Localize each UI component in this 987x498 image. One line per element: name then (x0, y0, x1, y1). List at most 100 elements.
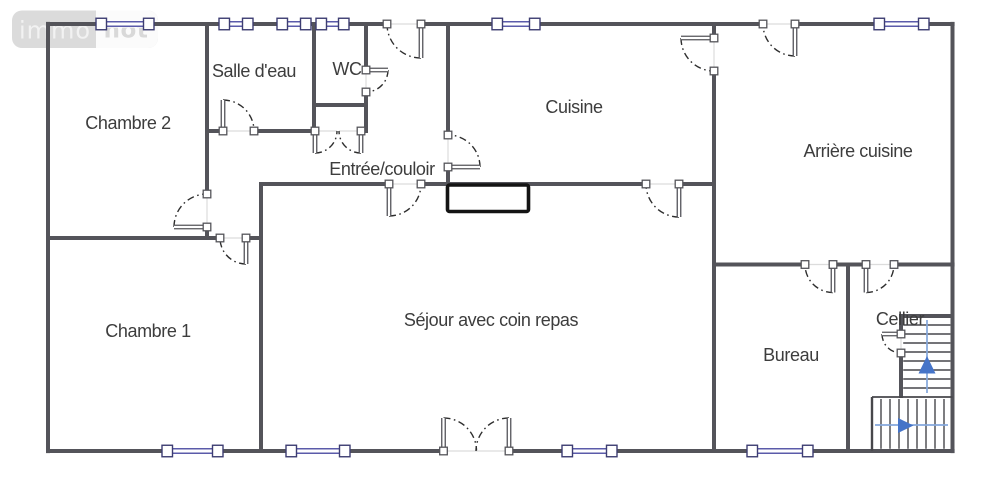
window-5 (873, 17, 930, 31)
window-frame-square (491, 17, 504, 31)
watermark-text-immo: immo (19, 16, 91, 44)
door-joint-square (896, 348, 906, 358)
door-swing-arc (173, 193, 208, 228)
door-joint-square (310, 126, 320, 136)
room-label-chambre-2: Chambre 2 (85, 113, 171, 133)
window-gap (162, 447, 223, 455)
window-gap (277, 20, 311, 28)
room-label-sejour: Séjour avec coin repas (404, 310, 579, 330)
door-cuisine-arriere (680, 33, 719, 76)
door-swing-arc (645, 183, 680, 218)
walls-layer (46, 21, 955, 454)
door-arriere-exterior (758, 19, 800, 57)
window-frame-square (605, 444, 618, 458)
stair-arrow-head (898, 418, 914, 433)
door-joint-square (416, 179, 426, 189)
window-7 (285, 444, 351, 458)
french-door-right (475, 417, 514, 456)
window-3 (315, 17, 350, 31)
door-swing-arc (447, 134, 481, 168)
door-joint-square (443, 130, 453, 140)
window-gap (874, 20, 929, 28)
door-joint-square (356, 126, 366, 136)
door-joint-square (241, 233, 251, 243)
door-joint-square (361, 65, 371, 75)
door-joint-square (202, 189, 212, 199)
window-frame-square (241, 17, 254, 31)
window-frame-square (746, 444, 759, 458)
door-swing-arc (388, 183, 422, 217)
window-gap (286, 447, 350, 455)
window-4 (491, 17, 541, 31)
door-swing-arc (314, 130, 338, 154)
door-swing-arc (680, 37, 715, 72)
door-joint-square (416, 19, 426, 29)
fireplace (445, 183, 531, 214)
windows-layer (95, 17, 930, 458)
window-frame-square (873, 17, 886, 31)
door-joint-square (382, 19, 392, 29)
door-wc (361, 65, 389, 97)
door-swing-arc (762, 23, 796, 57)
window-frame-square (801, 444, 814, 458)
door-joint-square (674, 179, 684, 189)
door-chambre-2 (173, 189, 212, 232)
window-gap (747, 447, 813, 455)
window-gap (562, 447, 617, 455)
window-gap (96, 20, 154, 28)
door-bureau (800, 260, 838, 294)
room-label-wc: WC (332, 59, 362, 79)
door-joint-square (384, 179, 394, 189)
door-swing-arc (865, 264, 895, 294)
door-joint-square (709, 33, 719, 43)
door-swing-arc (443, 417, 478, 452)
door-entrance-front (382, 19, 426, 59)
door-chambre-1 (215, 233, 251, 265)
closet-door-right (338, 126, 366, 154)
window-frame-square (211, 444, 224, 458)
door-joint-square (828, 260, 838, 269)
door-joint-square (790, 19, 800, 29)
door-joint-square (249, 126, 259, 136)
room-label-arriere-cuisine: Arrière cuisine (803, 141, 912, 161)
window-frame-square (299, 17, 312, 31)
window-frame-square (917, 17, 930, 31)
door-joint-square (439, 446, 448, 456)
window-9 (746, 444, 814, 458)
staircase (870, 320, 953, 451)
door-joint-square (896, 329, 906, 339)
door-cuisine-sejour (641, 179, 684, 218)
window-gap (316, 20, 349, 28)
room-label-entree-couloir: Entrée/couloir (329, 159, 435, 179)
door-joint-square (202, 222, 212, 232)
window-frame-square (285, 444, 298, 458)
door-swing-arc (338, 130, 362, 154)
door-joint-square (218, 126, 228, 136)
window-frame-square (315, 17, 328, 31)
door-swing-arc (365, 69, 389, 93)
window-frame-square (218, 17, 231, 31)
door-joint-square (361, 87, 371, 97)
window-frame-square (95, 17, 108, 31)
room-label-bureau: Bureau (763, 345, 819, 365)
window-frame-square (528, 17, 541, 31)
room-label-salle-deau: Salle d'eau (212, 61, 296, 81)
door-joint-square (709, 66, 719, 76)
window-frame-square (142, 17, 155, 31)
window-1 (218, 17, 254, 31)
french-door-left (439, 417, 478, 456)
stair-arrow-head (918, 356, 936, 374)
window-frame-square (561, 444, 574, 458)
door-joint-square (758, 19, 768, 29)
window-2 (276, 17, 312, 31)
door-joint-square (861, 260, 871, 269)
door-joint-square (215, 233, 225, 243)
stairs-lower-flight (875, 399, 948, 449)
room-label-cuisine: Cuisine (545, 97, 603, 117)
room-label-cellier: Cellier (876, 309, 925, 329)
door-joint-square (641, 179, 651, 189)
door-cellier-understair (881, 329, 906, 358)
